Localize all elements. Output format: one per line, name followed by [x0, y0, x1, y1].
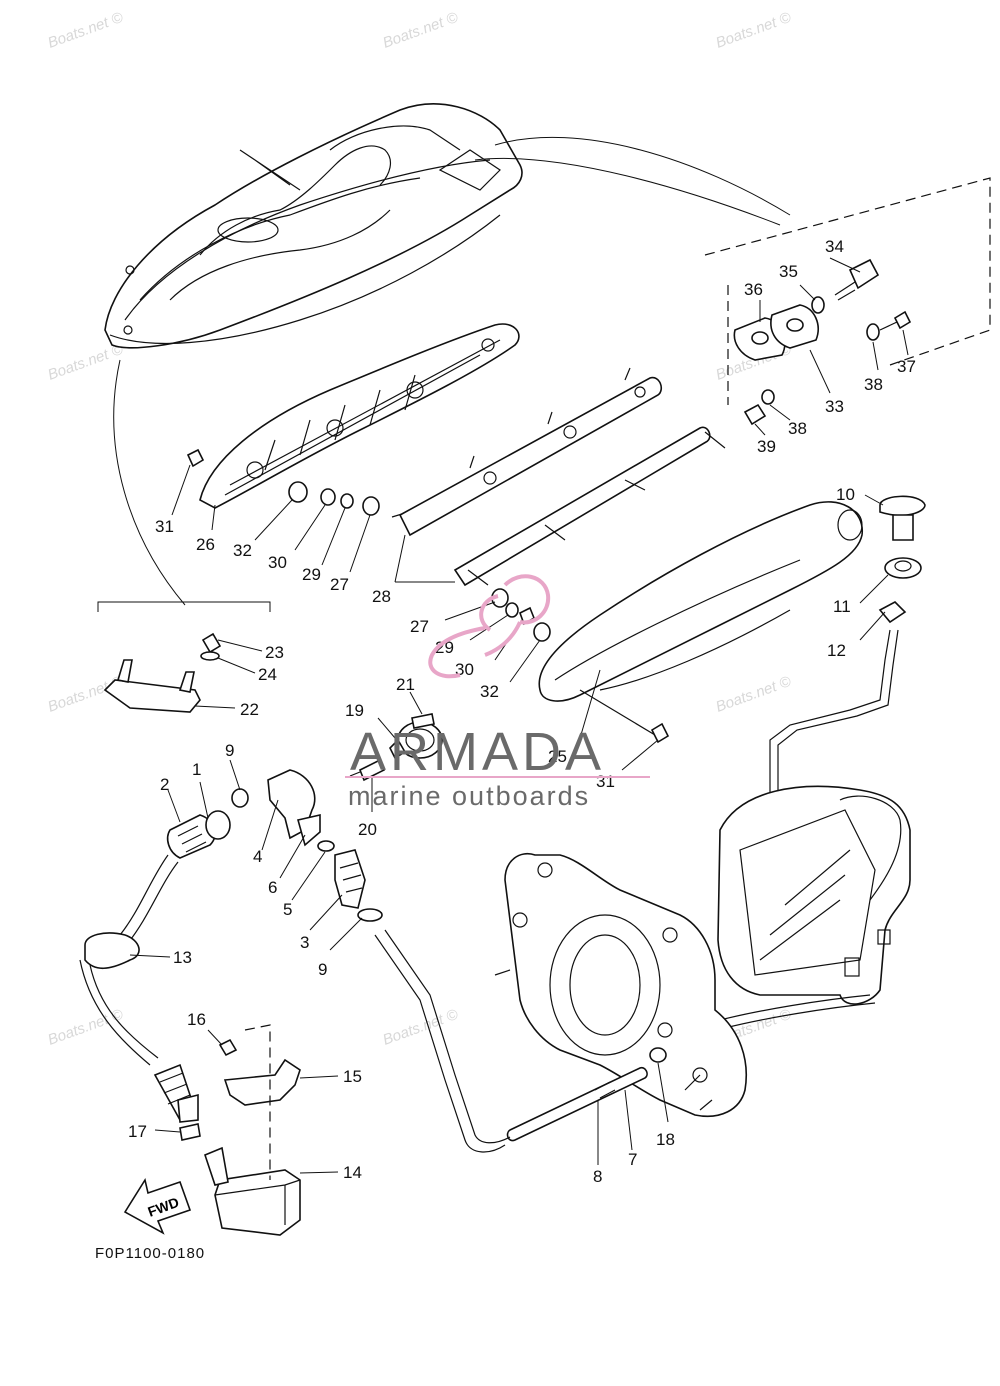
jet-pump-housing: [717, 785, 911, 1029]
callout-15: 15: [343, 1067, 362, 1086]
callout-31: 31: [155, 517, 174, 536]
brand-mark-icon: [428, 574, 551, 679]
callout-26: 26: [196, 535, 215, 554]
callout-20: 20: [358, 820, 377, 839]
cooling-pipes: [374, 929, 648, 1153]
callout-27: 27: [330, 575, 349, 594]
leaders-strainer: [154, 1029, 339, 1174]
leader-line: [657, 1062, 669, 1123]
callout-34: 34: [825, 237, 844, 256]
callout-11: 11: [833, 597, 851, 616]
callout-8: 8: [593, 1167, 602, 1186]
watermark: Boats.net ©: [46, 341, 127, 384]
leader-line: [624, 1089, 633, 1151]
callout-5: 5: [283, 900, 292, 919]
drain-plug-assembly: [733, 258, 912, 426]
callout-17: 17: [128, 1122, 147, 1141]
brand-tagline: marine outboards: [348, 781, 590, 811]
leader-line: [864, 494, 884, 506]
callout-23: 23: [265, 643, 284, 662]
callout-3: 3: [300, 933, 309, 952]
leaders-left: [129, 759, 363, 958]
callout-29: 29: [435, 638, 454, 657]
leader-line: [113, 359, 186, 606]
callout-25: 25: [548, 747, 567, 766]
watermark: Boats.net ©: [46, 9, 127, 52]
rail-strips: [391, 367, 726, 587]
forward-arrow: FWD: [123, 1177, 192, 1235]
callout-28: 28: [372, 587, 391, 606]
callout-22: 22: [240, 700, 259, 719]
drain-valve-assembly: [769, 495, 926, 840]
mount-plate: [494, 853, 747, 1117]
leader-line: [859, 611, 886, 641]
inset-bracket: [97, 601, 271, 713]
rail-cover-upper: [199, 323, 520, 509]
callout-18: 18: [656, 1130, 675, 1149]
strainer-assembly: [153, 1024, 301, 1236]
watermark: Boats.net ©: [714, 673, 795, 716]
callout-4: 4: [253, 847, 262, 866]
watermark: Boats.net ©: [46, 1006, 127, 1049]
leader-line: [494, 136, 791, 216]
callout-30: 30: [268, 553, 287, 572]
callout-9: 9: [225, 741, 234, 760]
callout-16: 16: [187, 1010, 206, 1029]
leader-line: [474, 157, 781, 226]
callout-9: 9: [318, 960, 327, 979]
callout-19: 19: [345, 701, 364, 720]
rail-cover-lower: [538, 501, 863, 736]
callout-7: 7: [628, 1150, 637, 1169]
watercraft-illustration: [104, 103, 523, 349]
callout-39: 39: [757, 437, 776, 456]
callout-27: 27: [410, 617, 429, 636]
callout-33: 33: [825, 397, 844, 416]
drawing-code: F0P1100-0180: [95, 1245, 205, 1262]
callout-38: 38: [788, 419, 807, 438]
callout-36: 36: [744, 280, 763, 299]
callout-13: 13: [173, 948, 192, 967]
callout-29: 29: [302, 565, 321, 584]
callout-21: 21: [396, 675, 415, 694]
watermark: Boats.net ©: [381, 9, 462, 52]
callout-37: 37: [897, 357, 916, 376]
watermark: Boats.net ©: [714, 9, 795, 52]
hose-fittings: [79, 769, 383, 1066]
leader-line: [217, 657, 256, 674]
leader-line: [377, 717, 396, 739]
watermark: Boats.net ©: [381, 1006, 462, 1049]
callout-12: 12: [827, 641, 846, 660]
hose-clamp: [349, 713, 443, 782]
detail-boundary: [704, 177, 991, 405]
leader-line: [217, 639, 263, 652]
leader-line: [859, 574, 889, 604]
callout-35: 35: [779, 262, 798, 281]
brand-logo: ARMADA marine outboards: [345, 574, 650, 811]
leader-line: [194, 705, 236, 709]
callout-6: 6: [268, 878, 277, 897]
callout-32: 32: [480, 682, 499, 701]
callout-32: 32: [233, 541, 252, 560]
callout-14: 14: [343, 1163, 362, 1182]
callout-24: 24: [258, 665, 277, 684]
callout-1: 1: [192, 760, 201, 779]
callout-2: 2: [160, 775, 169, 794]
brand-name: ARMADA: [350, 722, 605, 782]
leader-line: [409, 691, 423, 715]
callout-numbers: 1 2 3 4 5 6 7 8 9 9 10 11 12 13 14 15 16…: [128, 237, 916, 1186]
leaders-33-39: [754, 257, 909, 436]
callout-38: 38: [864, 375, 883, 394]
callout-10: 10: [836, 485, 855, 504]
